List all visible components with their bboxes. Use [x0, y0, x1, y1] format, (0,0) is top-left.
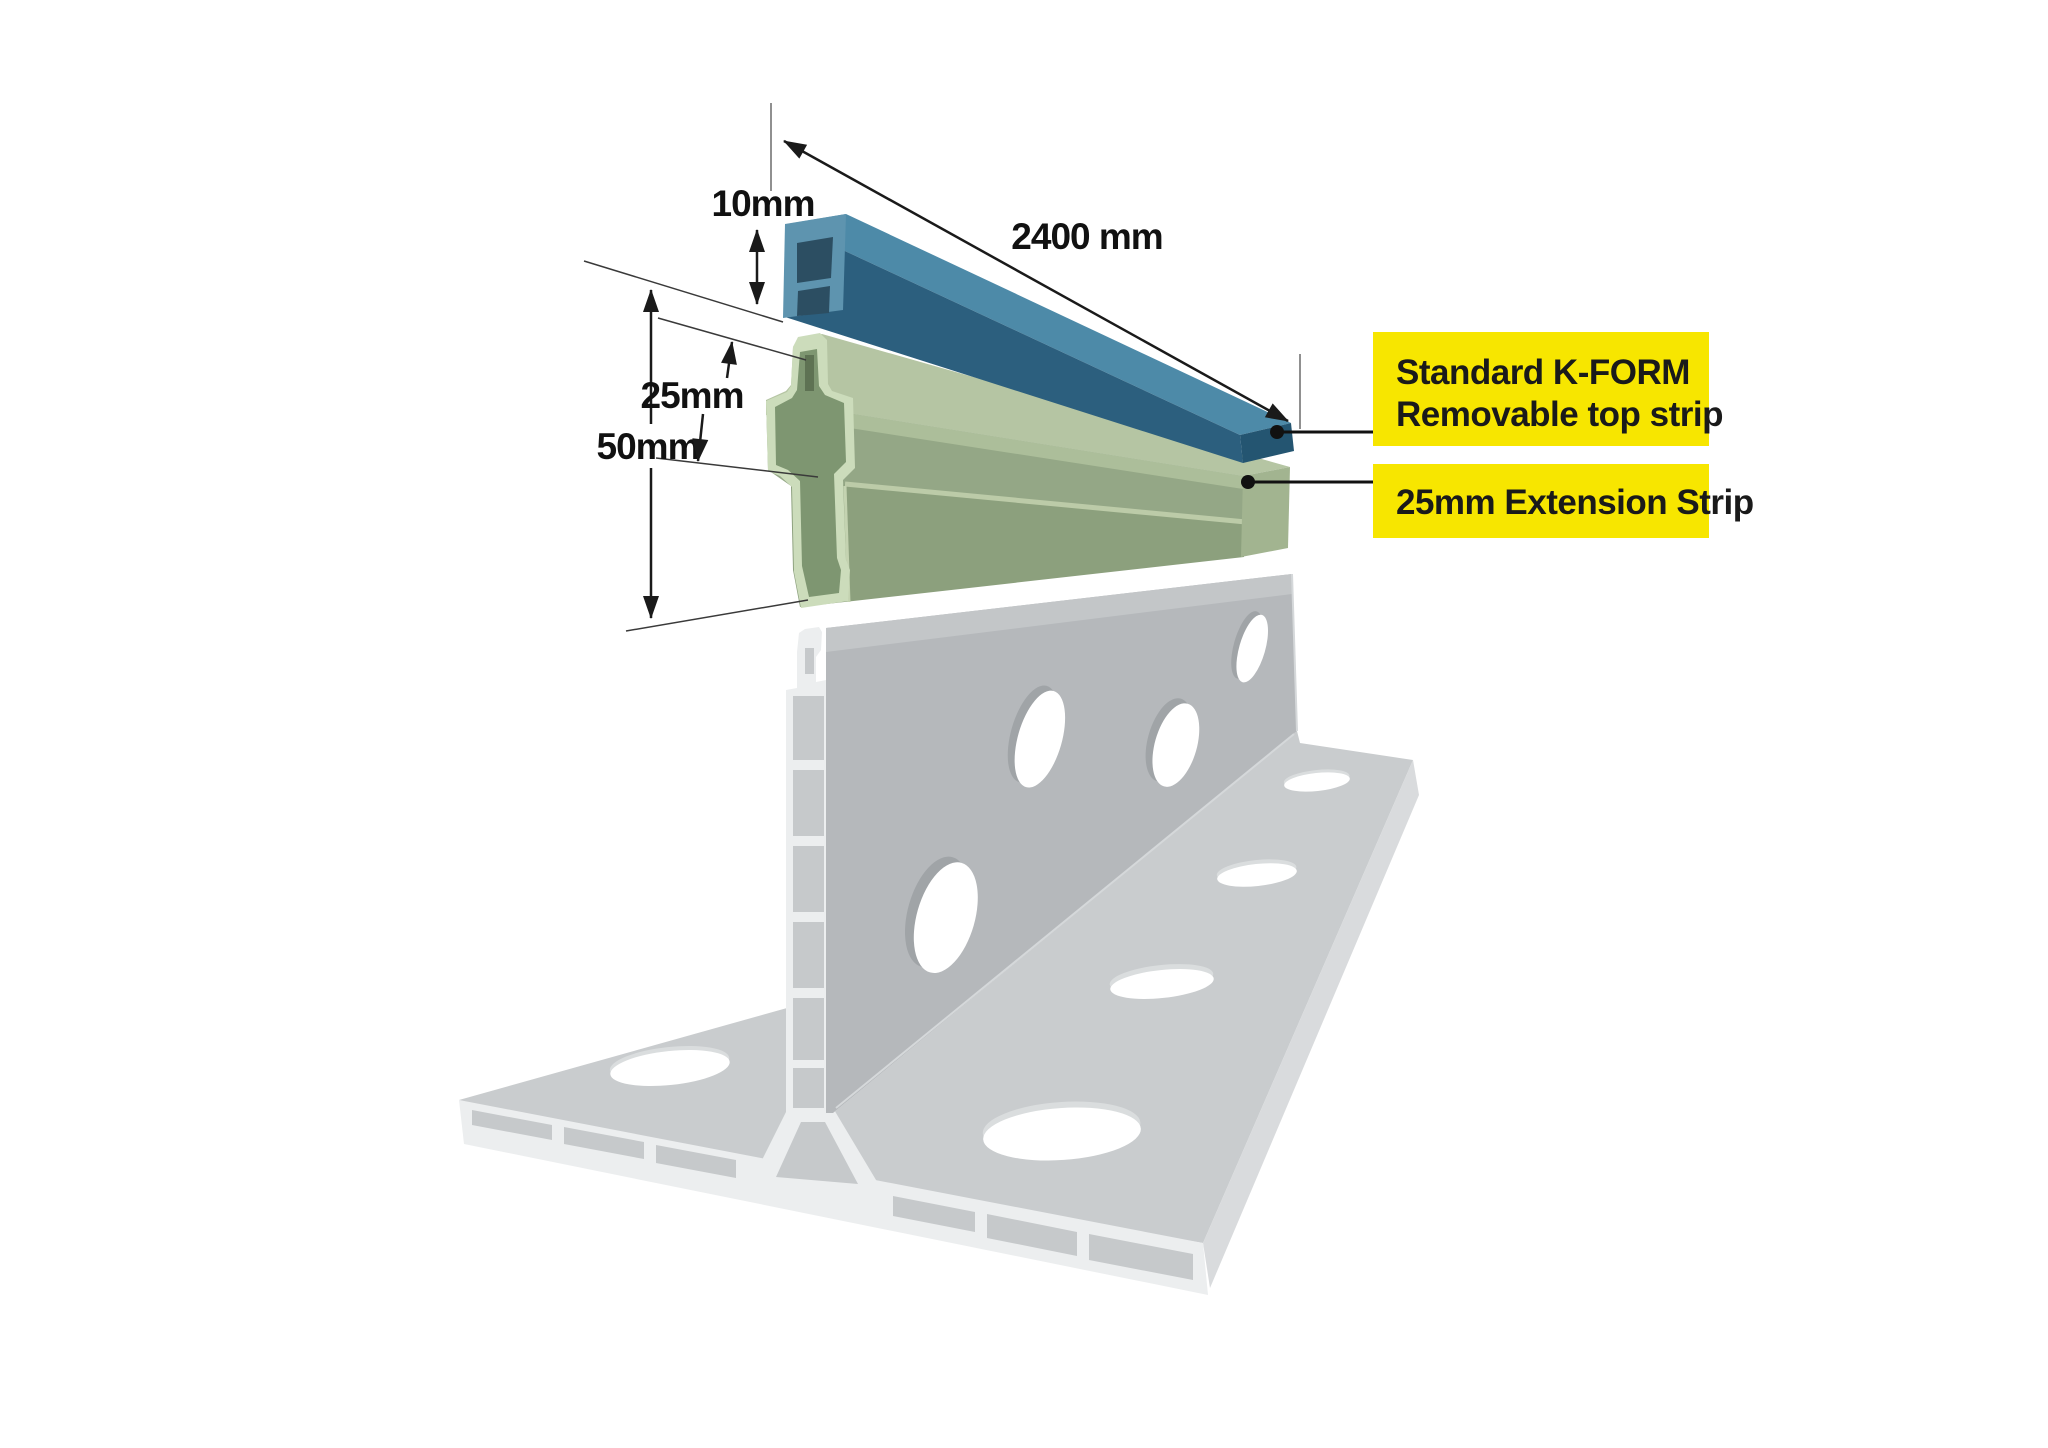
callout-top-strip-box: [1373, 332, 1709, 446]
callout-extension-text: 25mm Extension Strip: [1396, 483, 1754, 522]
wall-base-fillet-highlight: [835, 733, 1295, 1109]
dim-2400mm-label: 2400 mm: [1011, 216, 1162, 257]
base-rail: [459, 573, 1419, 1295]
callout-extension-box: [1373, 464, 1709, 538]
base-right-end-face: [1203, 760, 1419, 1288]
wall-top-band: [826, 574, 1292, 652]
dim-25mm-arrow-upper: [721, 341, 737, 379]
wall-end-ladder: [786, 627, 831, 1117]
extension-seam-highlight: [844, 481, 1247, 525]
flange-holes: [609, 769, 1350, 1161]
dim-10mm-label: 10mm: [712, 183, 815, 224]
ref-line-50mm-bottom: [625, 599, 809, 632]
callout-extension-strip: 25mm Extension Strip: [1241, 464, 1754, 538]
dimension-25mm: 25mm: [641, 341, 744, 462]
ref-line-25mm-bottom: [655, 457, 819, 478]
dim-50mm-label: 50mm: [597, 426, 700, 467]
wall-holes: [905, 611, 1269, 974]
extension-right-end: [1241, 467, 1290, 557]
extension-key-slot: [805, 355, 814, 391]
ref-line-50mm-top: [583, 260, 784, 323]
wall-right-edge: [1291, 573, 1298, 732]
dim-25mm-label: 25mm: [641, 375, 744, 416]
base-y-junction: [752, 1108, 882, 1190]
extension-front-bevel: [766, 400, 1243, 489]
callout-top-strip-line2: Removable top strip: [1396, 395, 1723, 434]
dim-2400mm-arrow: [783, 139, 1289, 423]
dimension-10mm: 10mm: [712, 183, 815, 305]
extension-front-lower: [791, 484, 1246, 607]
callout-top-strip-line1: Standard K-FORM: [1396, 353, 1690, 392]
top-strip-end-recess-lower: [797, 286, 830, 316]
top-strip-end-recess-upper: [797, 237, 833, 283]
dimension-50mm: 50mm: [597, 289, 700, 619]
dimension-annotations: 2400 mm 10mm 50mm 25mm: [583, 103, 1301, 632]
dimension-2400mm: 2400 mm: [783, 139, 1289, 423]
ref-line-25mm-top: [657, 317, 807, 361]
dim-25mm-arrow-lower: [692, 413, 709, 462]
callout-top-strip: Standard K-FORM Removable top strip: [1270, 332, 1723, 446]
wall-ladder-chambers: [793, 648, 824, 1108]
base-front-chambers: [472, 1110, 1193, 1280]
base-front-band: [459, 1100, 1208, 1295]
